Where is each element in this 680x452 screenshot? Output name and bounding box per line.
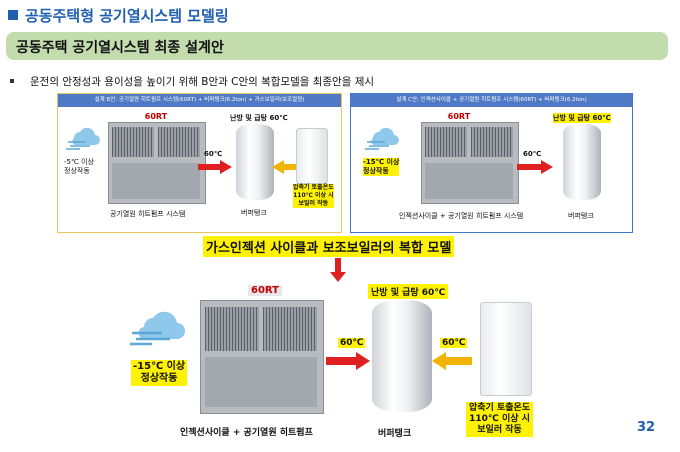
final-orange-arrow-icon xyxy=(432,352,472,370)
design-c-red-arrow-icon xyxy=(517,160,553,174)
design-b-red-arrow-icon xyxy=(198,160,232,174)
design-c-panel: 설계 C안: 인젝션사이클 + 공기열원 히트펌프 시스템(60RT) + 버퍼… xyxy=(350,93,633,233)
design-c-hp-label: 인젝션사이클 + 공기열원 히트펌프 시스템 xyxy=(399,212,524,220)
design-b-supply: 난방 및 급탕 60℃ xyxy=(230,114,288,122)
design-b-hp-label: 공기열원 히트펌프 시스템 xyxy=(110,210,186,218)
final-pipe-right: 60℃ xyxy=(440,338,468,348)
subtitle-bar: 공동주택 공기열시스템 최종 설계안 xyxy=(6,32,668,60)
design-b-boiler-note: 압축기 토출온도 110℃ 이상 시 보일러 작동 xyxy=(293,184,334,208)
final-red-arrow-icon xyxy=(326,352,370,370)
wind-cloud-icon xyxy=(130,311,185,346)
bullet-icon xyxy=(10,79,14,83)
design-c-pipe-temp: 60℃ xyxy=(523,150,542,158)
design-b-tank-label: 버퍼탱크 xyxy=(241,209,267,217)
title-square-icon xyxy=(8,10,18,20)
design-b-ambient: -5℃ 이상 정상작동 xyxy=(64,158,94,175)
final-buffer-tank xyxy=(372,300,432,412)
design-c-tank-label: 버퍼탱크 xyxy=(568,212,594,220)
design-b-orange-arrow-icon xyxy=(272,160,302,174)
design-c-capacity: 60RT xyxy=(447,112,471,121)
subtitle-text: 공동주택 공기열시스템 최종 설계안 xyxy=(16,40,224,56)
design-c-heat-pump xyxy=(421,122,519,204)
bullet-line: 운전의 안정성과 용이성을 높이기 위해 B안과 C안의 복합모델을 최종안을 … xyxy=(10,74,374,89)
down-arrow-icon xyxy=(330,258,346,282)
final-pipe-left: 60℃ xyxy=(338,338,366,348)
wind-cloud-icon xyxy=(365,127,399,150)
final-boiler xyxy=(480,302,532,396)
design-b-heading: 설계 B안: 공기열원 히트펌프 시스템(60RT) + 버퍼탱크(6.2ton… xyxy=(58,94,341,107)
final-supply: 난방 및 급탕 60℃ xyxy=(368,284,449,299)
final-ambient: -15℃ 이상 정상작동 xyxy=(131,360,188,386)
bullet-text: 운전의 안정성과 용이성을 높이기 위해 B안과 C안의 복합모델을 최종안을 … xyxy=(30,76,375,88)
final-tank-label: 버퍼탱크 xyxy=(378,429,412,439)
final-heat-pump xyxy=(200,300,324,414)
combined-model-banner: 가스인젝션 사이클과 보조보일러의 복합 모델 xyxy=(203,236,455,257)
design-b-buffer-tank xyxy=(236,124,274,200)
final-capacity: 60RT xyxy=(248,285,282,296)
design-b-pipe-temp: 60℃ xyxy=(204,150,223,158)
wind-cloud-icon xyxy=(66,127,100,150)
page-number: 32 xyxy=(637,420,656,435)
design-c-buffer-tank xyxy=(563,124,601,200)
final-hp-label: 인젝션사이클 + 공기열원 히트펌프 xyxy=(180,428,313,438)
design-b-capacity: 60RT xyxy=(144,112,168,121)
design-b-panel: 설계 B안: 공기열원 히트펌프 시스템(60RT) + 버퍼탱크(6.2ton… xyxy=(57,93,342,233)
page-title: 공동주택형 공기열시스템 모델링 xyxy=(8,5,229,26)
design-c-supply: 난방 및 급탕 60℃ xyxy=(553,113,611,123)
final-boiler-note: 압축기 토출온도 110℃ 이상 시 보일러 작동 xyxy=(466,402,534,437)
design-c-ambient: -15℃ 이상 정상작동 xyxy=(363,158,400,176)
design-b-heat-pump xyxy=(108,122,206,204)
design-c-heading: 설계 C안: 인젝션사이클 + 공기열원 히트펌프 시스템(60RT) + 버퍼… xyxy=(351,94,632,107)
design-b-boiler xyxy=(296,128,328,184)
